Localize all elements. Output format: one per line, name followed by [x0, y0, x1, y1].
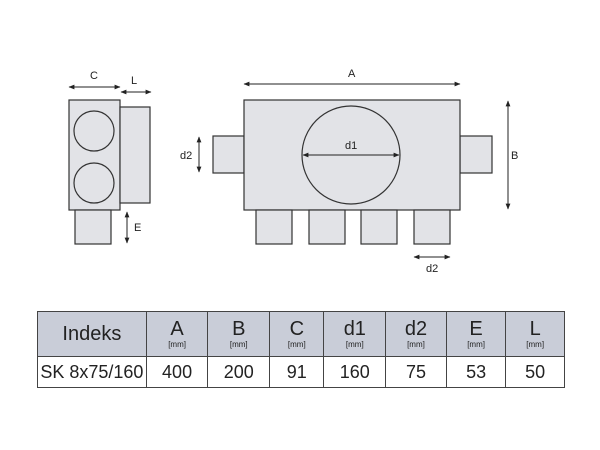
bottom-spigot-3	[360, 209, 398, 245]
cell-l: 50	[505, 356, 565, 388]
header-e-label: E	[469, 317, 483, 340]
header-d2: d2[mm]	[385, 311, 447, 357]
header-d2-unit: [mm]	[407, 339, 425, 349]
cell-indeks: SK 8x75/160	[37, 356, 147, 388]
header-indeks: Indeks	[37, 311, 147, 357]
table-header-row: Indeks A[mm] B[mm] C[mm] d1[mm] d2[mm] E…	[37, 311, 565, 357]
dim-d2-left-label: d2	[180, 150, 192, 162]
side-spigot-right	[119, 106, 151, 204]
technical-drawing: C L E A B d1 d2 d2	[68, 68, 518, 275]
cell-a: 400	[145, 356, 209, 388]
header-d2-label: d2	[404, 317, 428, 340]
dim-a-label: A	[348, 68, 356, 80]
header-d1-unit: [mm]	[345, 339, 364, 349]
header-l-label: L	[529, 317, 541, 340]
dim-l-label: L	[131, 75, 137, 87]
table-row: SK 8x75/160 400 200 91 160 75 53 50	[37, 356, 565, 388]
cell-e: 53	[445, 356, 507, 388]
header-c-label: C	[289, 317, 305, 340]
side-port-top	[73, 110, 115, 152]
dim-d1-label: d1	[345, 140, 357, 152]
bottom-spigot-1	[255, 209, 293, 245]
header-d1-label: d1	[343, 317, 366, 340]
cell-b: 200	[207, 356, 271, 388]
dim-d2-bottom-label: d2	[426, 263, 438, 275]
header-a-label: A	[170, 317, 184, 340]
side-view: C L E	[68, 70, 152, 245]
header-l: L[mm]	[505, 311, 565, 357]
specs-table: Indeks A[mm] B[mm] C[mm] d1[mm] d2[mm] E…	[37, 311, 565, 388]
header-a: A[mm]	[145, 311, 209, 357]
dim-e-label: E	[134, 222, 141, 234]
header-a-unit: [mm]	[168, 339, 186, 349]
header-c: C[mm]	[269, 311, 325, 357]
cell-d2: 75	[385, 356, 447, 388]
header-e: E[mm]	[445, 311, 507, 357]
right-spigot	[459, 135, 493, 174]
bottom-spigot-4	[413, 209, 451, 245]
header-l-unit: [mm]	[526, 339, 545, 349]
header-c-unit: [mm]	[287, 339, 306, 349]
cell-c: 91	[269, 356, 325, 388]
header-b-label: B	[232, 317, 246, 340]
bottom-spigot-2	[308, 209, 346, 245]
header-e-unit: [mm]	[467, 339, 485, 349]
cell-d1: 160	[323, 356, 387, 388]
side-port-bottom	[73, 162, 115, 204]
header-b-unit: [mm]	[229, 339, 248, 349]
front-view: A B d1 d2 d2	[180, 68, 518, 275]
header-b: B[mm]	[207, 311, 271, 357]
side-spigot-bottom	[74, 209, 112, 245]
header-d1: d1[mm]	[323, 311, 387, 357]
dim-b-label: B	[511, 150, 518, 162]
dim-c-label: C	[90, 70, 98, 82]
left-spigot	[212, 135, 245, 174]
